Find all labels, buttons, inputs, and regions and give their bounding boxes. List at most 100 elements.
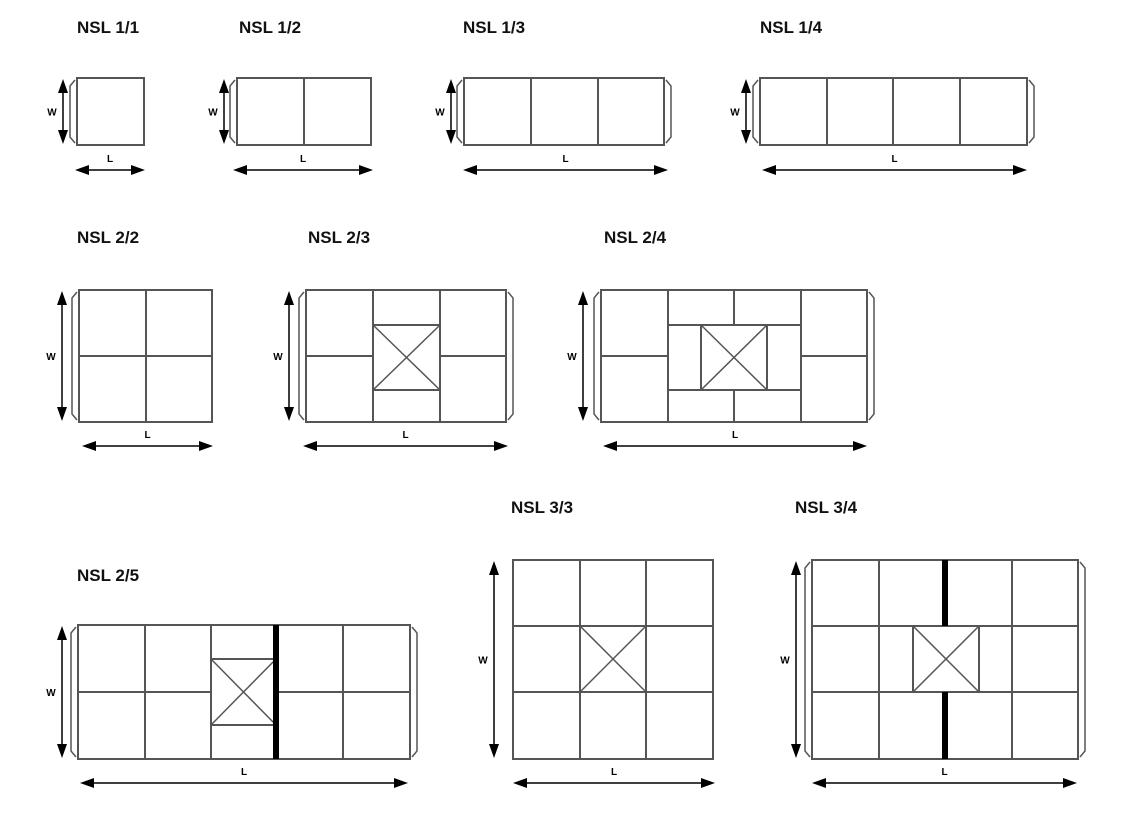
width-label: W	[46, 688, 56, 699]
length-label: L	[562, 154, 568, 165]
arrow-head-icon	[701, 778, 715, 788]
diagram-nsl-2-2: WL	[46, 289, 213, 451]
arrow-head-icon	[394, 778, 408, 788]
left-end-cap	[456, 79, 463, 144]
width-label: W	[567, 352, 577, 363]
length-label: L	[732, 430, 738, 441]
width-label: W	[730, 108, 740, 119]
diagram-nsl-3-4: WL	[780, 559, 1086, 788]
right-end-cap	[1028, 79, 1035, 144]
arrow-head-icon	[75, 165, 89, 175]
left-end-cap	[593, 291, 600, 421]
diagram-title: NSL 2/3	[308, 228, 371, 247]
arrow-head-icon	[219, 130, 229, 144]
module-outline	[372, 324, 441, 391]
diagram-outline	[463, 77, 665, 146]
diagram-nsl-2-4: WL	[567, 289, 875, 451]
length-label: L	[241, 767, 247, 778]
cross-line	[912, 625, 980, 693]
arrow-head-icon	[284, 407, 294, 421]
length-label: L	[941, 767, 947, 778]
arrow-head-icon	[603, 441, 617, 451]
width-label: W	[478, 656, 488, 667]
width-label: W	[780, 656, 790, 667]
cross-line	[579, 625, 647, 693]
arrow-head-icon	[303, 441, 317, 451]
left-end-cap	[752, 79, 759, 144]
diagram-title: NSL 1/3	[463, 18, 526, 37]
diagram-nsl-3-3: WL	[478, 559, 715, 788]
left-end-cap	[71, 291, 78, 421]
diagram-nsl-1-3: WL	[435, 77, 672, 175]
cross-line	[700, 324, 768, 391]
diagram-nsl-1-1: WL	[47, 77, 145, 175]
arrow-head-icon	[654, 165, 668, 175]
arrow-head-icon	[57, 626, 67, 640]
arrow-head-icon	[57, 291, 67, 305]
arrow-head-icon	[489, 744, 499, 758]
arrow-head-icon	[741, 130, 751, 144]
width-label: W	[47, 108, 57, 119]
width-label: W	[273, 352, 283, 363]
arrow-head-icon	[219, 79, 229, 93]
cross-line	[372, 324, 441, 391]
arrow-head-icon	[513, 778, 527, 788]
arrow-head-icon	[284, 291, 294, 305]
arrow-head-icon	[199, 441, 213, 451]
arrow-head-icon	[494, 441, 508, 451]
length-label: L	[144, 430, 150, 441]
diagram-title: NSL 2/5	[77, 566, 140, 585]
left-end-cap	[70, 626, 77, 758]
arrow-head-icon	[57, 407, 67, 421]
right-end-cap	[868, 291, 875, 421]
arrow-head-icon	[58, 79, 68, 93]
arrow-head-icon	[578, 407, 588, 421]
arrow-head-icon	[80, 778, 94, 788]
diagram-title: NSL 3/4	[795, 498, 858, 517]
arrow-head-icon	[812, 778, 826, 788]
right-end-cap	[507, 291, 514, 421]
module-outline	[700, 324, 768, 391]
arrow-head-icon	[82, 441, 96, 451]
diagram-nsl-2-3: WL	[273, 289, 514, 451]
diagram-nsl-2-5: WL	[46, 624, 418, 788]
diagram-nsl-1-2: WL	[208, 77, 373, 175]
length-label: L	[891, 154, 897, 165]
arrow-head-icon	[57, 744, 67, 758]
length-label: L	[107, 154, 113, 165]
diagram-title: NSL 1/1	[77, 18, 140, 37]
arrow-head-icon	[741, 79, 751, 93]
length-label: L	[300, 154, 306, 165]
diagram-outline	[76, 77, 145, 146]
arrow-head-icon	[463, 165, 477, 175]
arrow-head-icon	[762, 165, 776, 175]
right-end-cap	[411, 626, 418, 758]
arrow-head-icon	[853, 441, 867, 451]
arrow-head-icon	[58, 130, 68, 144]
length-label: L	[611, 767, 617, 778]
right-end-cap	[665, 79, 672, 144]
width-label: W	[208, 108, 218, 119]
left-end-cap	[69, 79, 76, 144]
diagram-title: NSL 2/4	[604, 228, 667, 247]
width-label: W	[435, 108, 445, 119]
cross-line	[210, 658, 277, 726]
arrow-head-icon	[446, 130, 456, 144]
arrow-head-icon	[233, 165, 247, 175]
diagram-title: NSL 1/4	[760, 18, 823, 37]
arrow-head-icon	[1063, 778, 1077, 788]
left-end-cap	[229, 79, 236, 144]
arrow-head-icon	[131, 165, 145, 175]
right-end-cap	[1079, 561, 1086, 758]
diagram-nsl-1-4: WL	[730, 77, 1035, 175]
diagram-title: NSL 2/2	[77, 228, 140, 247]
arrow-head-icon	[791, 744, 801, 758]
arrow-head-icon	[359, 165, 373, 175]
diagram-title: NSL 1/2	[239, 18, 302, 37]
left-end-cap	[804, 561, 811, 758]
arrow-head-icon	[578, 291, 588, 305]
arrow-head-icon	[446, 79, 456, 93]
arrow-head-icon	[1013, 165, 1027, 175]
arrow-head-icon	[489, 561, 499, 575]
